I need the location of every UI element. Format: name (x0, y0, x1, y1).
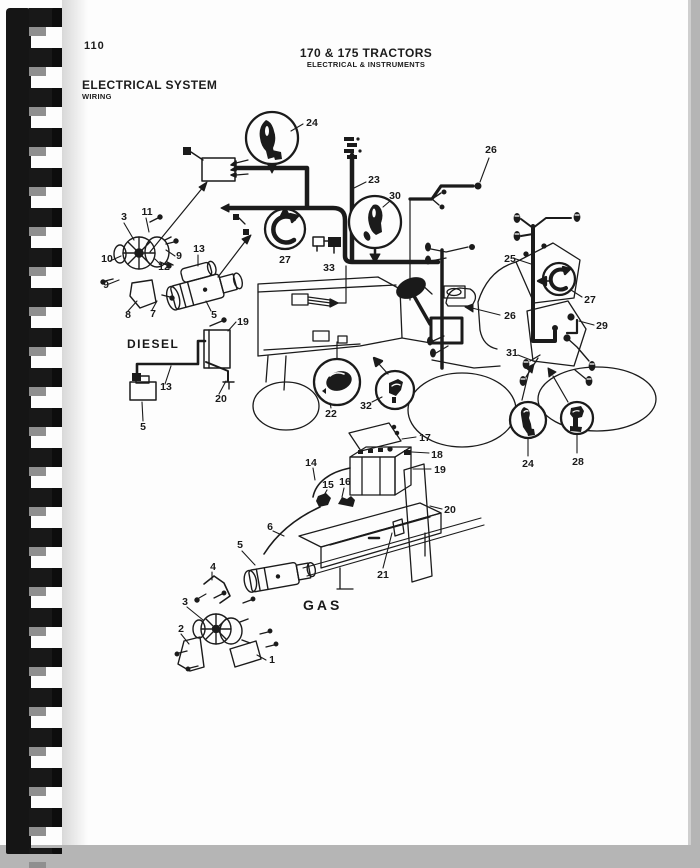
steering-wheel (396, 277, 426, 299)
callout-17: 17 (419, 432, 431, 444)
harness-plug (291, 293, 309, 306)
section-title: ELECTRICAL SYSTEM (82, 78, 218, 92)
callout-4: 4 (210, 561, 216, 573)
diesel-starter (165, 260, 244, 311)
diesel-label: DIESEL (127, 337, 179, 351)
doc-title: 170 & 175 TRACTORS (299, 46, 433, 60)
diesel-alternator (113, 236, 174, 270)
callout-18: 18 (431, 449, 443, 461)
switch-15 (316, 493, 331, 507)
connector-33 (312, 236, 341, 254)
callout-13-diesel: 13 (193, 243, 205, 255)
page-number: 110 (84, 40, 105, 52)
callout-32: 32 (360, 400, 372, 412)
callout-22: 22 (325, 408, 337, 420)
binding-shadow (62, 0, 88, 845)
wire-29 (563, 313, 595, 362)
callout-15: 15 (322, 479, 334, 491)
page-right-edge (688, 0, 691, 845)
callout-10: 10 (101, 253, 113, 265)
callout-3-diesel: 3 (121, 211, 127, 223)
callout-19-diesel: 19 (237, 316, 249, 328)
callout-8: 8 (125, 309, 131, 321)
callout-9a: 9 (176, 250, 182, 262)
right-harness (464, 212, 596, 403)
callout-27-right: 27 (584, 294, 596, 306)
callout-33: 33 (323, 262, 335, 274)
battery-cover (348, 422, 402, 452)
callout-20-battery: 20 (444, 504, 456, 516)
bracket-4 (203, 575, 231, 604)
connector-stack (344, 137, 362, 159)
fender-plate-lower (526, 300, 587, 367)
section-subtitle: WIRING (82, 92, 112, 101)
callout-28: 28 (572, 456, 584, 468)
callout-24-bottom: 24 (522, 458, 534, 470)
callout-26-top: 26 (485, 144, 497, 156)
callout-23: 23 (368, 174, 380, 186)
callout-21: 21 (377, 569, 389, 581)
callout-3-gas: 3 (182, 596, 188, 608)
callout-19-battery: 19 (434, 464, 446, 476)
mount-2 (177, 636, 205, 672)
callout-9b: 9 (103, 279, 109, 291)
rear-wheel-right (537, 366, 657, 432)
callout-27-left: 27 (279, 254, 291, 266)
comb-binding (0, 8, 64, 868)
callout-16: 16 (339, 476, 351, 488)
branch-26 (408, 157, 490, 210)
gas-bolts (174, 590, 279, 672)
callout-30: 30 (389, 190, 401, 202)
callout-26-mid: 26 (504, 310, 516, 322)
wire-6 (263, 506, 321, 555)
battery-bolt (404, 450, 411, 455)
diesel-wiring (129, 317, 237, 422)
callout-20-wire: 20 (215, 393, 227, 405)
gas-group (174, 550, 317, 672)
gas-starter (243, 561, 317, 593)
callout-12: 12 (158, 261, 170, 273)
callout-2: 2 (178, 623, 184, 635)
callout-6: 6 (267, 521, 273, 533)
dash-harness (425, 242, 475, 370)
battery-group (263, 422, 485, 590)
callout-5-gas: 5 (237, 539, 243, 551)
callout-7: 7 (150, 308, 156, 320)
callout-25: 25 (504, 253, 516, 265)
binding-bar (6, 8, 31, 854)
front-wheel (252, 381, 320, 431)
callout-5-wire: 5 (140, 421, 146, 433)
wire-14 (312, 467, 351, 498)
diesel-group (100, 214, 244, 422)
callout-1: 1 (269, 654, 275, 666)
callout-5-diesel: 5 (211, 309, 217, 321)
callout-13-wire: 13 (160, 381, 172, 393)
rear-fender-arc (477, 261, 517, 350)
battery-stand (298, 463, 442, 590)
starter-cables (302, 517, 485, 577)
brace-1 (229, 640, 262, 668)
battery (349, 446, 412, 496)
detail-circles (244, 110, 595, 457)
doc-subtitle: ELECTRICAL & INSTRUMENTS (306, 60, 426, 69)
gas-label: GAS (303, 597, 342, 613)
callout-14: 14 (305, 457, 317, 469)
gas-alternator (192, 613, 251, 645)
callout-29: 29 (596, 320, 608, 332)
part-16 (338, 496, 355, 507)
callout-24-top: 24 (306, 117, 318, 129)
bullet-connectors-top (513, 212, 581, 241)
binding-teeth-cap (52, 8, 62, 854)
callout-11: 11 (141, 206, 152, 218)
callout-31: 31 (506, 347, 518, 359)
steering-column (412, 294, 432, 326)
main-harness (149, 137, 490, 278)
connector-box (183, 147, 250, 182)
diesel-bracket (100, 214, 179, 309)
instrument-panel (443, 285, 466, 299)
